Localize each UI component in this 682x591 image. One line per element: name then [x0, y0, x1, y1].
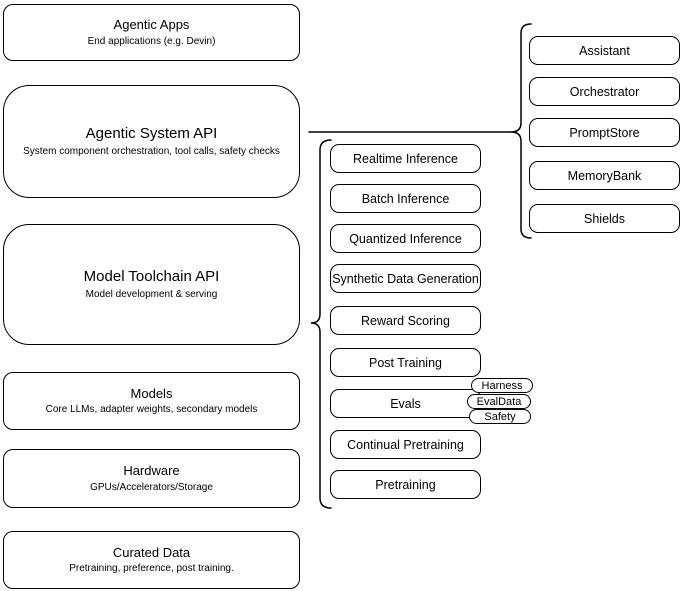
eval-badge-harness: Harness	[471, 378, 533, 393]
toolchain-item-reward-scoring: Reward Scoring	[330, 306, 481, 335]
toolchain-item-post-training: Post Training	[330, 348, 481, 377]
node-curated-data: Curated Data Pretraining, preference, po…	[3, 531, 300, 589]
node-subtitle: Core LLMs, adapter weights, secondary mo…	[45, 404, 258, 416]
node-title: Agentic Apps	[113, 17, 190, 33]
node-subtitle: System component orchestration, tool cal…	[23, 146, 280, 157]
node-title: Curated Data	[112, 544, 191, 560]
node-hardware: Hardware GPUs/Accelerators/Storage	[3, 449, 300, 508]
eval-badge-evaldata: EvalData	[467, 394, 531, 409]
node-subtitle: End applications (e.g. Devin)	[87, 35, 216, 47]
node-model-toolchain-api: Model Toolchain API Model development & …	[3, 224, 300, 345]
system-item-promptstore: PromptStore	[529, 118, 680, 147]
system-components-brace	[510, 23, 532, 239]
toolchain-item-realtime-inference: Realtime Inference	[330, 144, 481, 173]
toolchain-item-quantized-inference: Quantized Inference	[330, 224, 481, 253]
toolchain-item-evals: Evals	[330, 389, 481, 418]
system-item-memorybank: MemoryBank	[529, 161, 680, 190]
node-title: Hardware	[123, 463, 180, 479]
eval-badge-safety: Safety	[469, 409, 531, 424]
node-subtitle: GPUs/Accelerators/Storage	[90, 481, 213, 493]
toolchain-components-brace	[310, 139, 332, 509]
toolchain-item-batch-inference: Batch Inference	[330, 184, 481, 213]
node-agentic-system-api: Agentic System API System component orch…	[3, 85, 300, 198]
node-models: Models Core LLMs, adapter weights, secon…	[3, 372, 300, 430]
node-subtitle: Pretraining, preference, post training.	[69, 563, 234, 575]
node-subtitle: Model development & serving	[85, 289, 218, 300]
node-title: Models	[130, 385, 173, 401]
node-title: Agentic System API	[85, 125, 218, 142]
node-agentic-apps: Agentic Apps End applications (e.g. Devi…	[3, 4, 300, 61]
system-item-shields: Shields	[529, 204, 680, 233]
node-title: Model Toolchain API	[83, 268, 220, 285]
system-item-assistant: Assistant	[529, 36, 680, 65]
system-item-orchestrator: Orchestrator	[529, 77, 680, 106]
toolchain-item-pretraining: Pretraining	[330, 470, 481, 499]
toolchain-item-continual-pretraining: Continual Pretraining	[330, 430, 481, 459]
toolchain-item-synthetic-data-generation: Synthetic Data Generation	[330, 264, 481, 293]
